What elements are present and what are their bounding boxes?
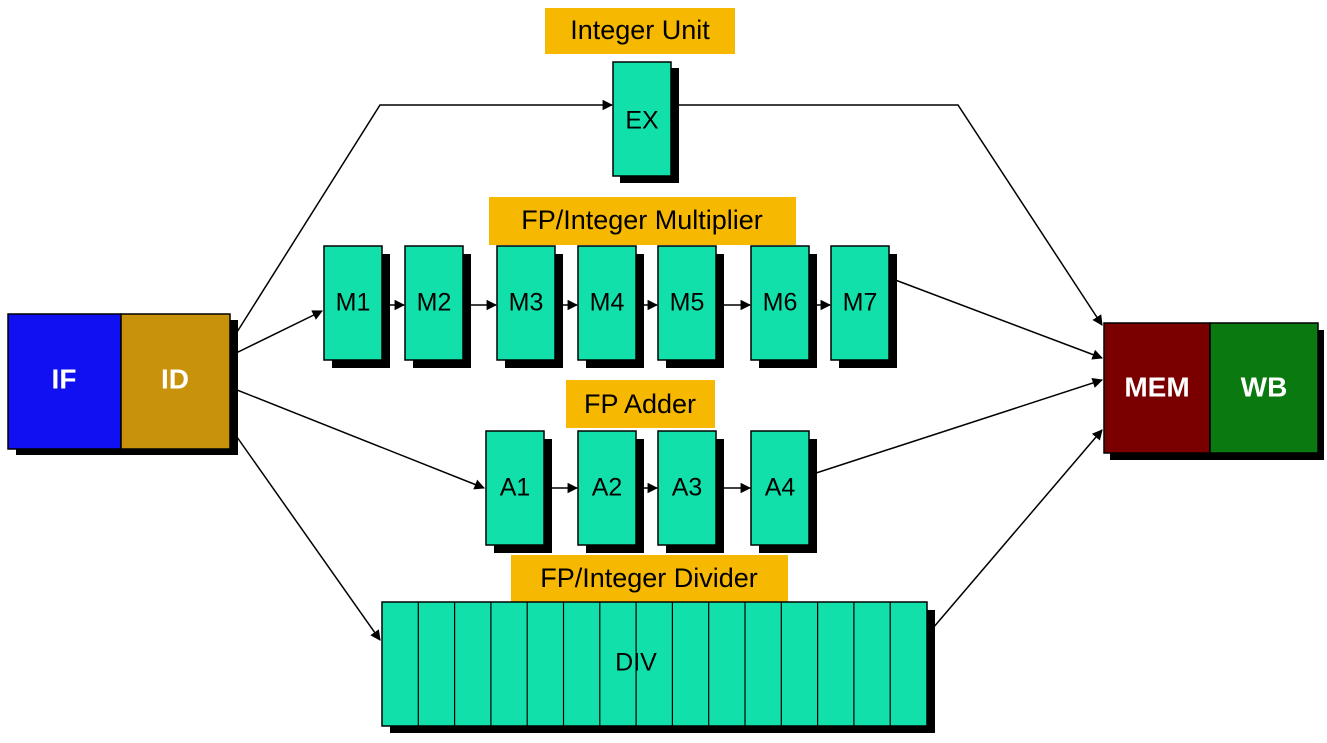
wire-id-to-div: [231, 429, 381, 641]
wb-stage: [1209, 322, 1319, 454]
wire-id-to-ex: [231, 99, 614, 341]
stage-m7: [830, 245, 890, 361]
if-id-block: IF ID: [7, 313, 238, 455]
div-stage: [381, 601, 928, 727]
stage-a4: [750, 430, 810, 546]
div-label: DIV: [615, 649, 657, 677]
stage-m3-label: M3: [509, 289, 544, 317]
stage-m5: [657, 245, 717, 361]
divider-label: FP/Integer Divider: [540, 563, 758, 593]
integer-unit-label-bg: [545, 8, 735, 54]
wb-label: WB: [1241, 371, 1288, 402]
stage-m4: [577, 245, 637, 361]
multiplier-label: FP/Integer Multiplier: [521, 205, 763, 235]
wire-id-to-m1: [231, 310, 323, 356]
divider-unit: FP/Integer Divider DIV: [381, 555, 935, 733]
stage-m5-label: M5: [670, 289, 705, 317]
multiplier-unit: FP/Integer Multiplier M1 M2 M3 M4 M5 M6 M7: [323, 197, 897, 368]
stage-m2-label: M2: [417, 289, 452, 317]
divider-label-bg: [511, 555, 788, 603]
adder-unit: FP Adder A1 A2 A3 A4: [485, 380, 817, 553]
stage-m7-label: M7: [843, 289, 878, 317]
wire-m7-to-mem: [889, 277, 1103, 360]
adder-label-bg: [566, 380, 715, 428]
if-stage: [7, 313, 122, 450]
stage-m4-label: M4: [590, 289, 625, 317]
id-stage: [120, 313, 231, 450]
stage-m2: [404, 245, 464, 361]
stage-a2-label: A2: [592, 474, 623, 502]
integer-unit-label: Integer Unit: [570, 15, 710, 45]
stage-m6-label: M6: [763, 289, 798, 317]
stage-a1-label: A1: [500, 474, 531, 502]
ex-label: EX: [625, 107, 659, 135]
div-stage-slices: [417, 602, 891, 726]
wire-ex-to-mem: [671, 104, 1103, 326]
multiplier-label-bg: [489, 197, 796, 245]
wire-id-to-a1: [231, 387, 485, 490]
wire-div-to-mem: [926, 429, 1103, 636]
integer-unit: Integer Unit EX: [545, 8, 735, 183]
stage-m3: [496, 245, 556, 361]
if-label: IF: [52, 363, 77, 394]
ex-stage: [612, 61, 672, 177]
mem-wb-block: MEM WB: [1103, 322, 1324, 460]
wire-a4-to-mem: [809, 377, 1103, 476]
adder-label: FP Adder: [584, 389, 696, 419]
id-label: ID: [161, 363, 189, 394]
stage-a4-label: A4: [765, 474, 796, 502]
stage-a2: [577, 430, 637, 546]
mem-label: MEM: [1124, 371, 1189, 402]
mem-stage: [1103, 322, 1211, 454]
stage-m6: [750, 245, 810, 361]
stage-a1: [485, 430, 545, 546]
stage-m1-label: M1: [336, 289, 371, 317]
stage-a3-label: A3: [672, 474, 703, 502]
stage-a3: [657, 430, 717, 546]
stage-m1: [323, 245, 383, 361]
